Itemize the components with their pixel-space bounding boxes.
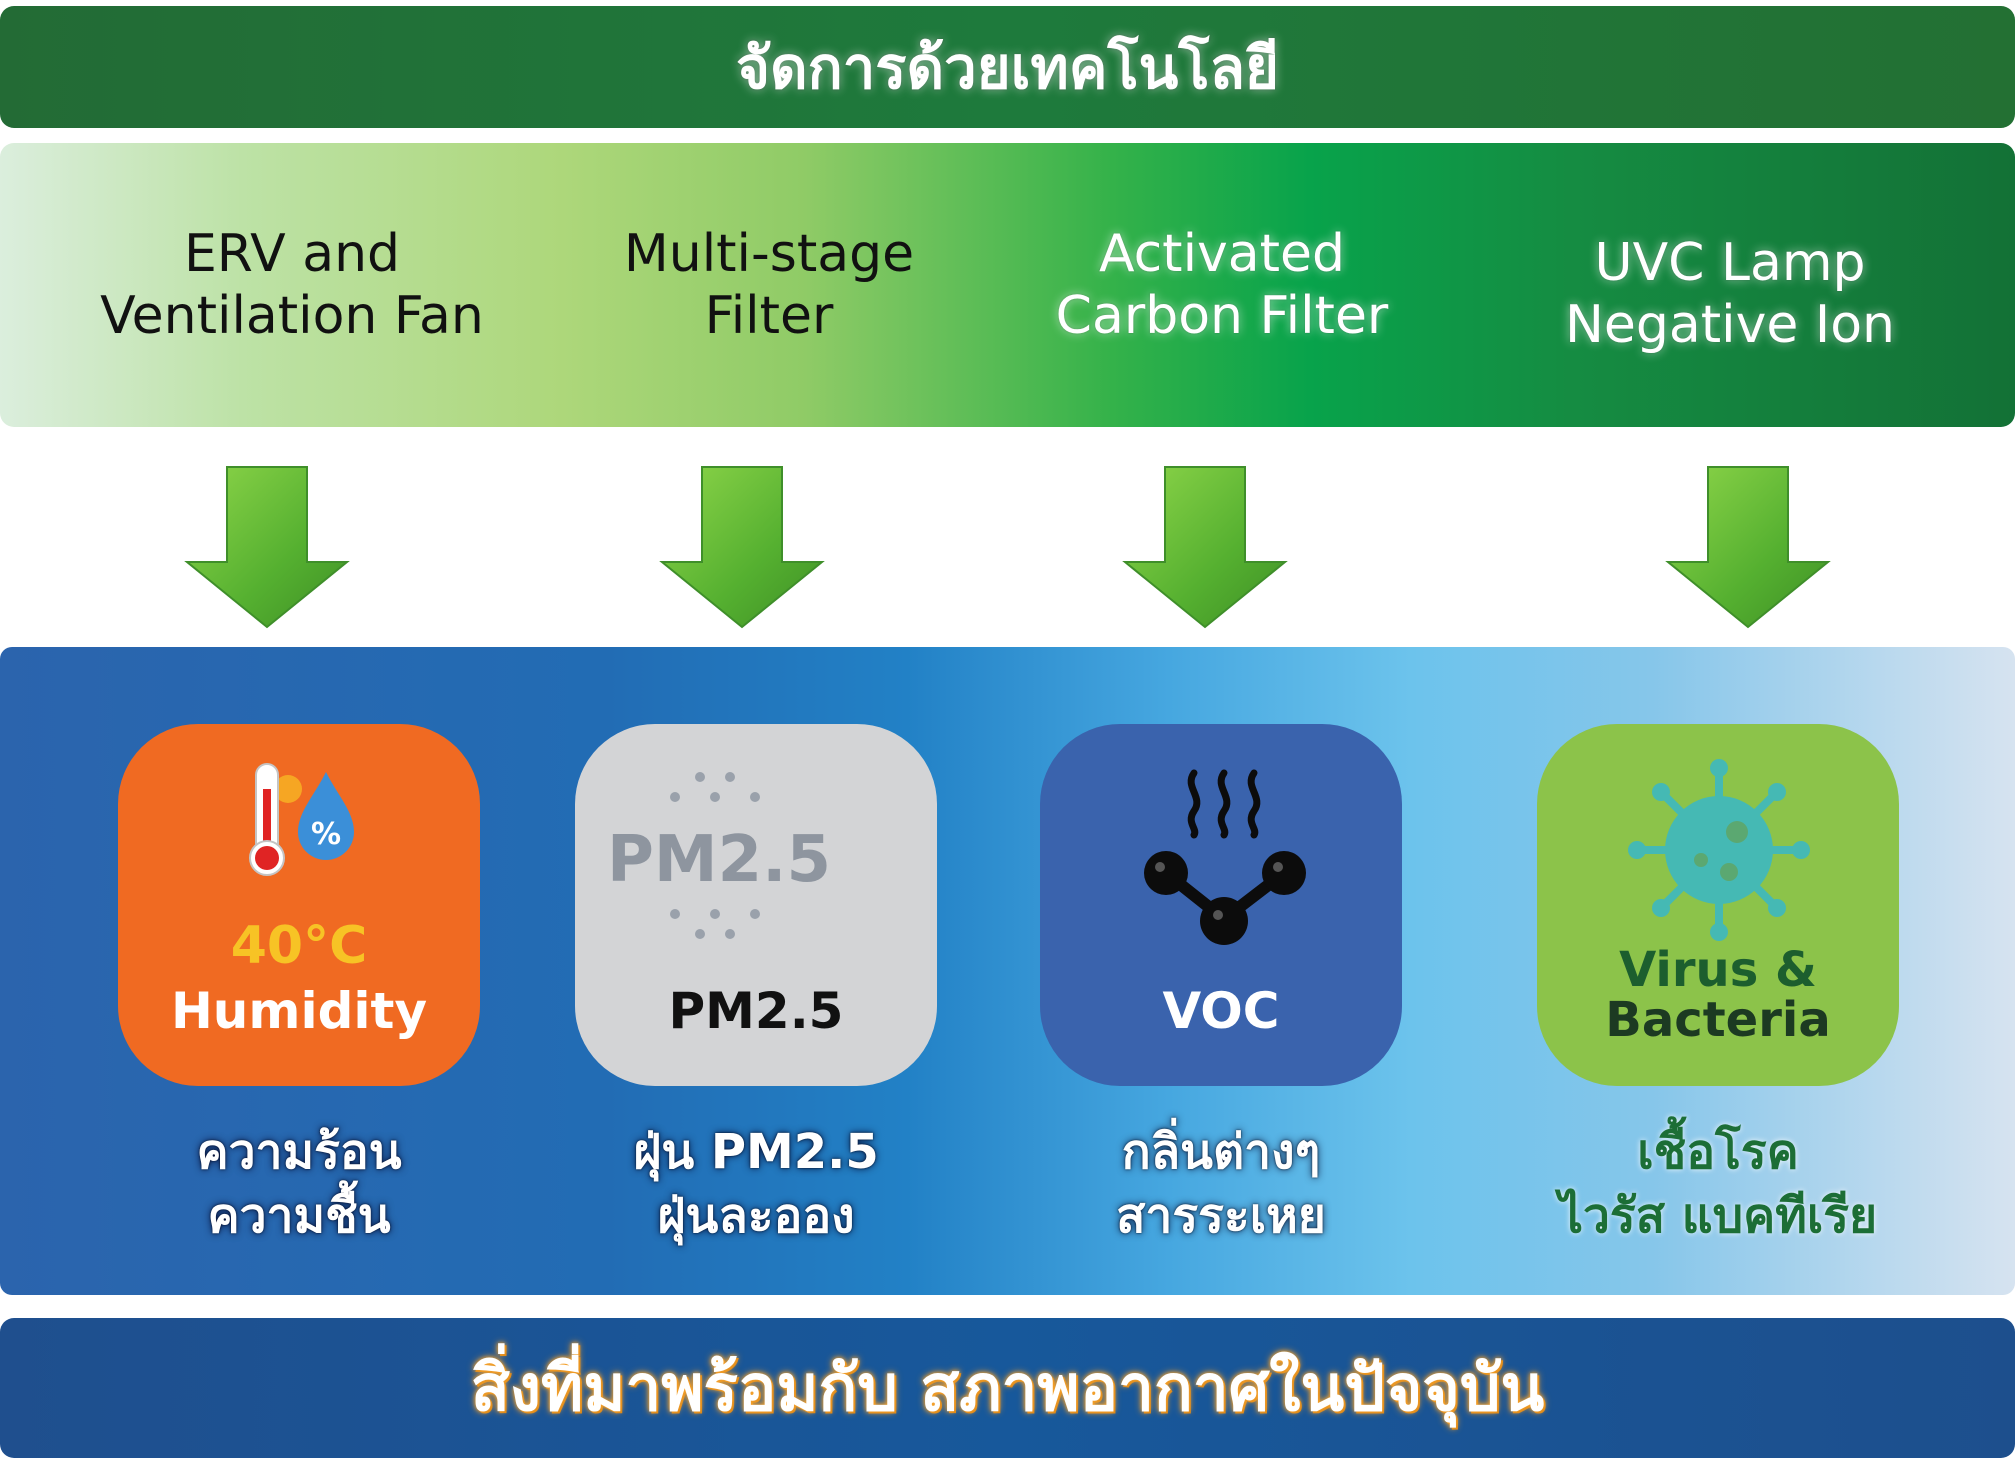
down-arrow-icon xyxy=(1122,466,1288,629)
caption-line2: ความชื้น xyxy=(207,1188,391,1244)
temperature-value: 40°C xyxy=(230,916,368,976)
tech-label-line1: Multi-stage xyxy=(623,224,915,284)
caption-line1: ความร้อน xyxy=(196,1124,402,1180)
tech-activated-carbon: Activated Carbon Filter xyxy=(987,143,1457,427)
caption-line1: ฝุ่น PM2.5 xyxy=(633,1124,879,1180)
header-banner: จัดการด้วยเทคโนโลยี xyxy=(0,6,2015,128)
tech-uvc-negative-ion: UVC Lamp Negative Ion xyxy=(1495,143,1965,427)
caption-line2: ฝุ่นละออง xyxy=(657,1188,855,1244)
caption-line2: ไวรัส แบคทีเรีย xyxy=(1558,1188,1878,1244)
card-voc: VOC xyxy=(1040,724,1402,1086)
card-heat-humidity: % 40°C Humidity xyxy=(118,724,480,1086)
card-label: Humidity xyxy=(170,982,428,1040)
tech-erv-ventilation: ERV and Ventilation Fan xyxy=(57,143,527,427)
pm25-dust-icon: PM2.5 xyxy=(607,772,831,939)
caption-line2: สารระเหย xyxy=(1116,1188,1326,1244)
voc-molecule-icon xyxy=(1144,769,1306,945)
down-arrow-icon xyxy=(184,466,350,629)
caption-pm25: ฝุ่น PM2.5 ฝุ่นละออง xyxy=(526,1120,986,1248)
tech-label-line2: Carbon Filter xyxy=(1055,286,1389,346)
thermometer-humidity-icon: % xyxy=(249,763,354,876)
header-title: จัดการด้วยเทคโนโลยี xyxy=(735,33,1280,102)
card-pm25: PM2.5 PM2.5 xyxy=(575,724,937,1086)
caption-line1: เชื้อโรค xyxy=(1637,1124,1799,1180)
card-label: VOC xyxy=(1162,982,1280,1040)
footer-banner: สิ่งที่มาพร้อมกับ สภาพอากาศในปัจจุบัน xyxy=(0,1318,2015,1458)
virus-icon xyxy=(1628,759,1810,941)
card-label: PM2.5 xyxy=(668,982,844,1040)
tech-label-line2: Ventilation Fan xyxy=(100,286,484,346)
tech-label-line1: ERV and xyxy=(183,224,401,284)
caption-line1: กลิ่นต่างๆ xyxy=(1121,1124,1321,1180)
card-virus-bacteria: Virus & Bacteria xyxy=(1537,724,1899,1086)
tech-label-line2: Negative Ion xyxy=(1564,295,1895,355)
technology-band: ERV and Ventilation Fan Multi-stage Filt… xyxy=(0,143,2015,427)
pm25-icon-text: PM2.5 xyxy=(607,823,831,897)
tech-label-line1: UVC Lamp xyxy=(1594,233,1866,293)
tech-multistage-filter: Multi-stage Filter xyxy=(534,143,1004,427)
tech-label-line1: Activated xyxy=(1098,224,1346,284)
footer-title: สิ่งที่มาพร้อมกับ สภาพอากาศในปัจจุบัน xyxy=(470,1352,1545,1426)
caption-virus-bacteria: เชื้อโรค ไวรัส แบคทีเรีย xyxy=(1488,1120,1948,1248)
down-arrow-icon xyxy=(659,466,825,629)
svg-text:%: % xyxy=(311,817,341,852)
tech-label-line2: Filter xyxy=(704,286,834,346)
down-arrow-icon xyxy=(1665,466,1831,629)
caption-heat-humidity: ความร้อน ความชื้น xyxy=(69,1120,529,1248)
card-label-line1: Virus & xyxy=(1619,942,1817,998)
caption-voc: กลิ่นต่างๆ สารระเหย xyxy=(991,1120,1451,1248)
card-label-line2: Bacteria xyxy=(1605,992,1831,1048)
